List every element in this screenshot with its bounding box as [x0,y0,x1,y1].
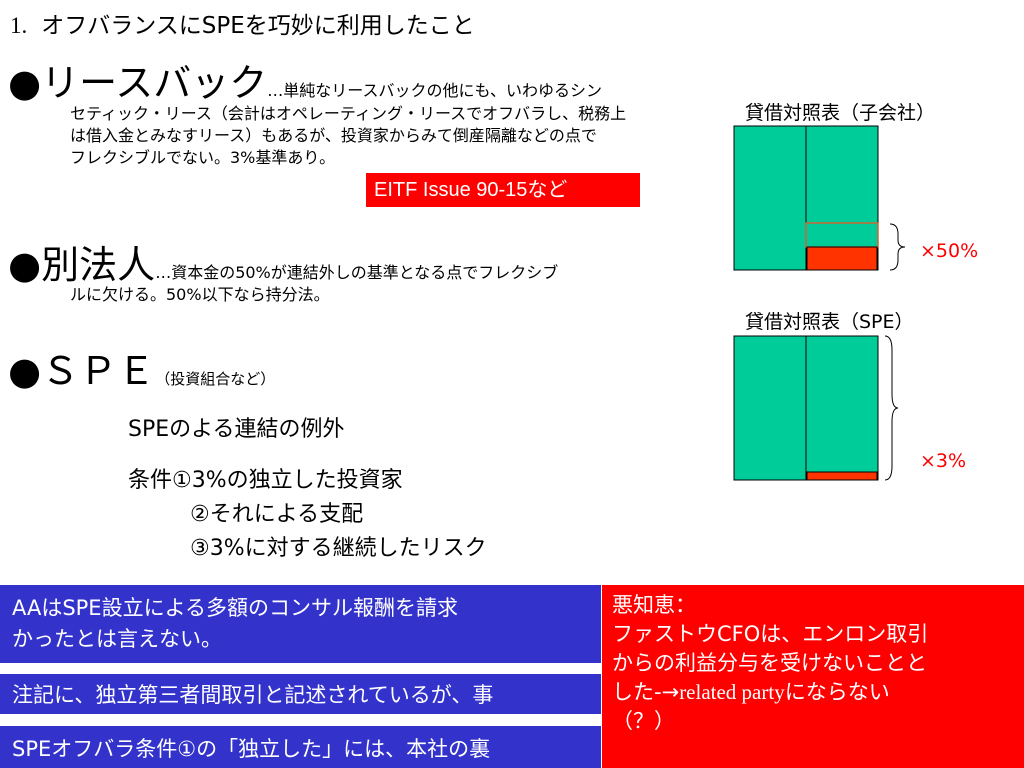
bs-liabilities-block [805,125,879,271]
subsidiary-bs-diagram [733,125,906,271]
subsidiary-heading: 別法人 [41,243,156,287]
spe-multiplier: ×3% [920,450,967,472]
trick-prefix: した- [612,680,662,704]
spe-condition-1: 条件①3%の独立した投資家 [128,468,403,493]
spe-condition-2: ②それによる支配 [190,502,364,527]
bullet-icon: ● [8,243,42,287]
slide-title-text: オフバランスにSPEを巧妙に利用したこと [41,13,475,39]
bs-equity-block [806,471,878,481]
trick-callout: 悪知恵： ファストウCFOは、エンロン取引 からの利益分与を受けないことと した… [601,584,1024,768]
subsidiary-multiplier: ×50% [920,240,979,262]
leaseback-line: フレクシブルでない。3%基準あり。 [70,148,336,167]
slide-number: 1. [10,13,28,38]
leaseback-description: セティック・リース（会計はオペレーティング・リースでオフバラし、税務上 は借入金… [70,103,690,169]
bullet-icon: ● [8,61,42,105]
spe-bs-label: 貸借対照表（SPE） [745,311,914,333]
slide-title: 1. オフバランスにSPEを巧妙に利用したこと [10,6,475,40]
subsidiary-heading-row: ●別法人…資本金の50%が連結外しの基準となる点でフレクシブ [8,234,558,289]
bs-liabilities-block [805,335,879,481]
spe-bs-diagram [733,335,899,481]
arrow-right-icon: → [661,680,680,704]
banner-line: AAはSPE設立による多額のコンサル報酬を請求 [12,596,458,620]
leaseback-heading-row: ●リースバック…単純なリースバックの他にも、いわゆるシン [8,52,602,107]
trick-callout-line: からの利益分与を受けないことと [612,651,927,675]
leaseback-heading: リースバック [41,61,268,105]
spe-heading-row: ●ＳＰＥ（投資組合など） [8,340,275,395]
subsidiary-bs-label: 貸借対照表（子会社） [745,102,936,124]
trick-callout-line: した-→related partyにならない [612,678,1014,707]
brace-icon [889,223,906,271]
spe-heading: ＳＰＥ [41,349,156,393]
bs-assets-block [733,125,807,271]
leaseback-lead: …単純なリースバックの他にも、いわゆるシン [267,81,603,100]
trick-callout-title: 悪知恵： [612,593,696,617]
related-party-term: related party [679,680,785,704]
bs-equity-block [806,246,878,271]
spe-condition-3: ③3%に対する継続したリスク [190,536,487,561]
spe-exception: SPEのよる連結の例外 [128,417,345,442]
subsidiary-description: ルに欠ける。50%以下なら持分法。 [70,284,690,306]
bullet-icon: ● [8,349,42,393]
spe-note: （投資組合など） [155,370,276,388]
trick-callout-line: ファストウCFOは、エンロン取引 [612,622,929,646]
banner-line: かったとは言えない。 [12,627,222,651]
trick-suffix: にならない [784,680,890,704]
bs-assets-block [733,335,807,481]
leaseback-line: は借入金とみなすリース）もあるが、投資家からみて倒産隔離などの点で [70,126,597,145]
brace-icon [884,335,899,481]
subsidiary-lead: …資本金の50%が連結外しの基準となる点でフレクシブ [155,263,559,282]
trick-callout-final: （？） [612,709,675,733]
subsidiary-line: ルに欠ける。50%以下なら持分法。 [70,285,330,304]
eitf-tag: EITF Issue 90-15など [366,173,640,207]
leaseback-line: セティック・リース（会計はオペレーティング・リースでオフバラし、税務上 [70,104,627,123]
